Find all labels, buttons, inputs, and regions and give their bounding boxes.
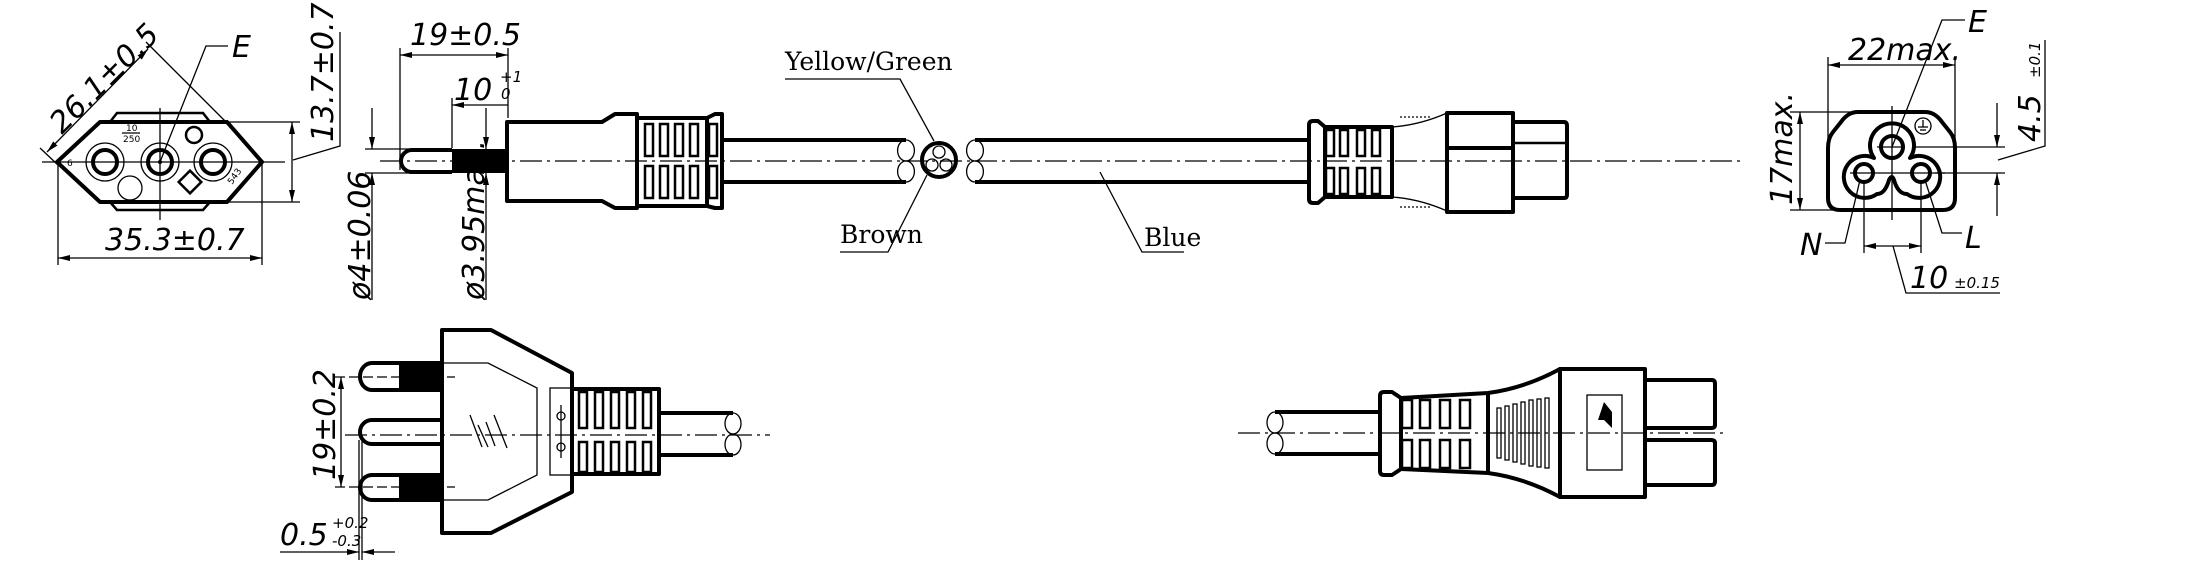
cable-cross-section [920, 141, 958, 179]
pc-mark-icon [176, 168, 204, 196]
insulation-tol-upper: +1 [500, 68, 522, 86]
conductor-label-brown: Brown [840, 220, 923, 249]
plug-grip [635, 116, 709, 208]
connector-flange [1307, 119, 1327, 205]
earth-label: E [232, 30, 251, 65]
plug-top-view: 19±0.2 0.5 +0.2 -0.3 [280, 328, 770, 560]
plug-top-grip [570, 387, 661, 476]
connector-top-view [1238, 367, 1725, 499]
conductor-label-yellow-green: Yellow/Green [784, 47, 953, 76]
rating-bottom: 250 [123, 135, 140, 145]
pin-middle [358, 418, 442, 446]
plug-top-body [440, 328, 574, 535]
offset-tol-upper: +0.2 [332, 514, 368, 532]
spacing-tolerance: ±0.15 [1954, 274, 2000, 292]
neutral-label: N [1800, 228, 1822, 263]
grip-slots [643, 122, 719, 200]
offset-dimension: 4.5 [2013, 94, 2048, 142]
certification-mark-icon [117, 175, 143, 201]
connector-front [1513, 120, 1569, 200]
connector-top-body [1558, 367, 1647, 499]
connector-face-view: 22max. 17max. 4.5 ±0.1 10 ±0.15 E N L [1765, 5, 2048, 296]
label-plate [1586, 394, 1623, 471]
insulation-length-dimension: 10 [454, 73, 492, 108]
earth-label: E [1968, 5, 1987, 40]
pin-bottom [358, 473, 442, 502]
insulation-tol-lower: 0 [501, 85, 511, 103]
cord-side-view: Yellow/Green Brown Blue 19±0.5 10 +1 0 [343, 18, 1740, 301]
side-number: 6 [67, 159, 73, 169]
connector-top-front [1645, 378, 1717, 487]
offset-tol-lower: -0.3 [332, 532, 361, 550]
pin-diameter-dimension: ø4±0.06 [343, 171, 378, 301]
logo-mark-icon [1598, 402, 1612, 428]
connector-body [1445, 111, 1515, 214]
spacing-dimension: 10 [1910, 261, 1948, 296]
connector-height-dimension: 17max. [1765, 92, 1800, 205]
offset-tolerance: ±0.1 [2026, 42, 2044, 78]
pin-spacing-dimension: 19±0.2 [308, 369, 343, 480]
conductor-label-blue: Blue [1144, 223, 1201, 252]
height-dimension: 13.7±0.7 [306, 2, 341, 142]
connector-grip [1323, 125, 1394, 199]
cloverleaf-recess [1841, 121, 1943, 200]
live-label: L [1965, 221, 1982, 256]
plug-face-view: 10 250 6 543 35.3±0.7 13.7±0.7 26.1±0.5 … [39, 2, 341, 265]
logo-mark-icon [469, 414, 508, 449]
connector-face-outline [1826, 110, 1957, 212]
ccc-mark-icon [184, 125, 204, 145]
pin [399, 148, 452, 174]
offset-dimension: 0.5 [280, 518, 328, 553]
pin-insulation [452, 149, 508, 173]
earth-symbol-icon [1914, 117, 1932, 135]
width-dimension: 35.3±0.7 [105, 223, 245, 258]
insulation-diameter-dimension: ø3.95max. [457, 140, 492, 301]
pin-top [358, 361, 442, 392]
pin-length-dimension: 19±0.5 [410, 18, 521, 53]
connector-width-dimension: 22max. [1848, 33, 1961, 68]
